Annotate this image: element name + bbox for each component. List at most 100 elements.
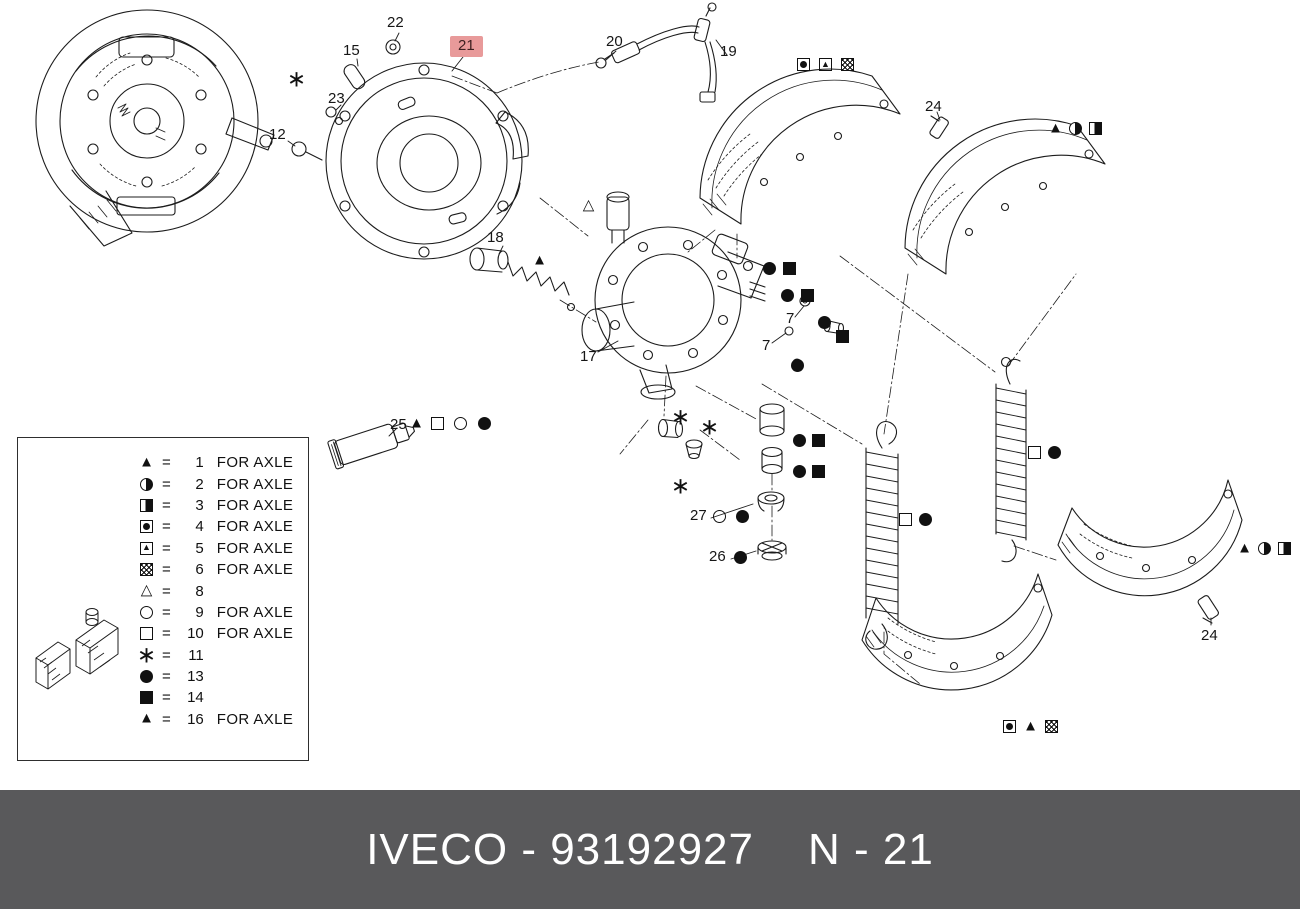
axle-code: 14 <box>187 689 204 707</box>
filled-square-marker <box>812 465 825 478</box>
part-callout-7[interactable]: 7 <box>762 337 771 354</box>
legend-row: = 9 FOR AXLE <box>140 602 293 623</box>
axle-code: 4 <box>195 518 204 536</box>
part-callout-19[interactable]: 19 <box>720 43 737 60</box>
legend-row: = 10 FOR AXLE <box>140 623 293 644</box>
triangle-in-square-marker <box>819 58 832 71</box>
equals-sign: = <box>162 668 171 686</box>
axle-note: FOR AXLE <box>216 539 294 557</box>
part-callout-25[interactable]: 25 <box>390 416 407 433</box>
legend-row: =14 <box>140 687 293 708</box>
axle-note: FOR AXLE <box>216 496 294 514</box>
part-callout-12[interactable]: 12 <box>269 126 286 143</box>
pins-and-cups <box>657 403 787 561</box>
part-callout-27[interactable]: 27 <box>690 507 707 524</box>
open-triangle-icon <box>140 585 153 598</box>
filled-circle-marker <box>763 262 776 275</box>
part-callout-26[interactable]: 26 <box>709 548 726 565</box>
equals-sign: = <box>162 646 171 664</box>
legend-row: = 4 FOR AXLE <box>140 516 293 537</box>
circle-in-square-marker <box>797 58 810 71</box>
equals-sign: = <box>162 518 171 536</box>
half-circle-icon <box>140 477 153 491</box>
backplate-part <box>325 62 529 260</box>
hatched-square-icon <box>140 563 153 577</box>
center-lines <box>451 61 1077 685</box>
filled-triangle-icon <box>140 713 153 726</box>
circle-in-square-marker <box>1003 720 1016 733</box>
part-callout-24[interactable]: 24 <box>1201 627 1218 644</box>
open-circle-marker <box>713 510 726 523</box>
bolt-24-top <box>929 115 949 139</box>
axle-code: 8 <box>195 582 204 600</box>
axle-code: 13 <box>187 668 204 686</box>
return-spring-center <box>865 421 899 650</box>
footer-part-text: IVECO - 93192927 <box>366 824 754 874</box>
bolt-24-bottom <box>1197 595 1219 624</box>
part-callout-23[interactable]: 23 <box>328 90 345 107</box>
half-square-icon <box>140 498 153 512</box>
part-callout-21[interactable]: 21 <box>450 36 483 57</box>
equals-sign: = <box>162 539 171 557</box>
axle-code: 16 <box>187 710 204 728</box>
open-circle-icon <box>140 605 153 619</box>
brake-shoe-bottom-right <box>1057 479 1243 597</box>
axle-code: 2 <box>195 475 204 493</box>
filled-square-marker <box>812 434 825 447</box>
asterisk-icon <box>140 649 153 662</box>
equals-sign: = <box>162 603 171 621</box>
part-callout-20[interactable]: 20 <box>606 33 623 50</box>
footer-bar: IVECO - 93192927 N - 21 <box>0 790 1300 909</box>
brake-shoe-top-left <box>699 68 901 225</box>
axle-code: 10 <box>187 625 204 643</box>
open-circle-marker <box>454 417 467 430</box>
legend-row: = 16 FOR AXLE <box>140 709 293 730</box>
filled-square-marker <box>836 330 849 343</box>
part-callout-24[interactable]: 24 <box>925 98 942 115</box>
equals-sign: = <box>162 475 171 493</box>
equals-sign: = <box>162 496 171 514</box>
part-callout-17[interactable]: 17 <box>580 348 597 365</box>
filled-circle-marker <box>781 289 794 302</box>
axle-note: FOR AXLE <box>216 518 294 536</box>
axle-note: FOR AXLE <box>216 603 294 621</box>
part-callout-15[interactable]: 15 <box>343 42 360 59</box>
part-callout-7[interactable]: 7 <box>786 310 795 327</box>
open-square-icon <box>140 627 153 641</box>
filled-circle-marker <box>818 316 831 329</box>
open-square-marker <box>1028 446 1041 459</box>
axle-note: FOR AXLE <box>216 625 294 643</box>
filled-circle-marker <box>793 465 806 478</box>
return-spring-right <box>995 356 1027 563</box>
part-callout-18[interactable]: 18 <box>487 229 504 246</box>
axle-note: FOR AXLE <box>216 454 294 472</box>
filled-square-icon <box>140 691 153 705</box>
axle-code: 9 <box>195 603 204 621</box>
equals-sign: = <box>162 625 171 643</box>
part-callout-22[interactable]: 22 <box>387 14 404 31</box>
brake-pads-sketch <box>35 608 119 690</box>
circle-in-square-icon <box>140 520 153 534</box>
axle-note: FOR AXLE <box>216 710 294 728</box>
filled-triangle-icon <box>140 456 153 469</box>
equals-sign: = <box>162 710 171 728</box>
half-square-marker <box>1278 542 1291 555</box>
spring-and-pin-18 <box>469 247 576 312</box>
filled-circle-marker <box>793 434 806 447</box>
filled-circle-marker <box>791 359 804 372</box>
anchor-spider <box>581 191 765 400</box>
open-square-marker <box>431 417 444 430</box>
filled-square-marker <box>801 289 814 302</box>
open-square-marker <box>899 513 912 526</box>
triangle-in-square-icon <box>140 541 153 555</box>
half-square-marker <box>1089 122 1102 135</box>
footer-sheet-text: N - 21 <box>807 824 934 874</box>
